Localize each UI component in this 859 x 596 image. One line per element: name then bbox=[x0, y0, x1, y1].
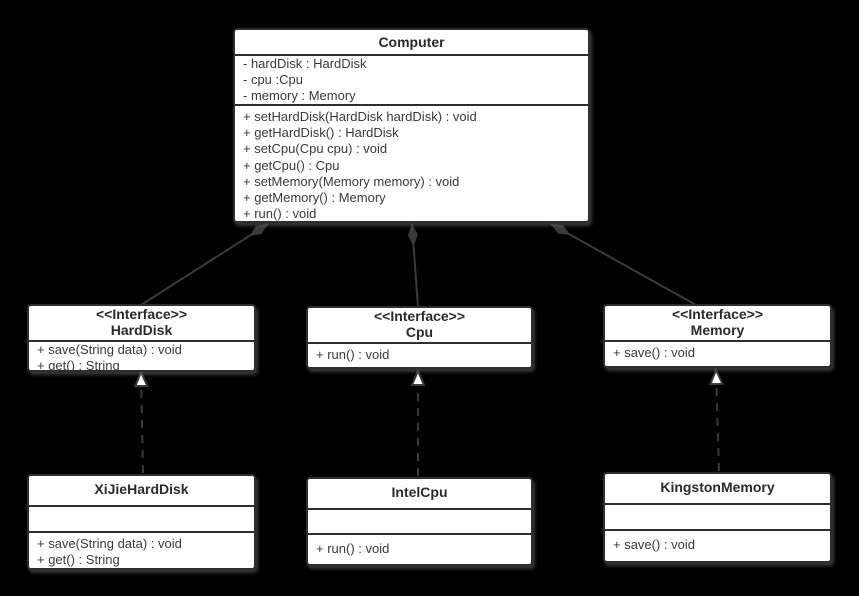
composition-link-computer-memory bbox=[550, 223, 697, 306]
uml-interface-cpu: <<Interface>> Cpu + run() : void bbox=[306, 306, 533, 369]
method-line: + save() : void bbox=[613, 345, 696, 360]
method-line: + get() : String bbox=[37, 358, 120, 370]
class-title: XiJieHardDisk bbox=[94, 481, 189, 497]
realization-link-kingston-memory bbox=[708, 367, 724, 472]
method-line: + run() : void bbox=[243, 206, 317, 221]
uml-class-kingstonmemory: KingstonMemory + save() : void bbox=[603, 472, 832, 563]
field-line: - hardDisk : HardDisk bbox=[243, 56, 367, 71]
class-title: HardDisk bbox=[110, 322, 173, 338]
interface-stereotype: <<Interface>> bbox=[671, 306, 764, 322]
method-line: + get() : String bbox=[37, 552, 120, 568]
method-line: + setMemory(Memory memory) : void bbox=[243, 173, 460, 189]
interface-title-block: <<Interface>> Memory bbox=[605, 306, 830, 340]
uml-class-computer: Computer - hardDisk : HardDisk - cpu :Cp… bbox=[233, 28, 590, 223]
method-line: + getMemory() : Memory bbox=[243, 190, 386, 206]
class-title: Cpu bbox=[405, 324, 434, 340]
fields-compartment-empty bbox=[308, 508, 531, 533]
methods-compartment: + run() : void bbox=[308, 342, 531, 367]
interface-title-block: <<Interface>> Cpu bbox=[308, 308, 531, 342]
methods-compartment: + run() : void bbox=[308, 533, 531, 564]
composition-link-computer-cpu bbox=[407, 223, 419, 308]
interface-stereotype: <<Interface>> bbox=[95, 306, 188, 322]
methods-compartment: + save() : void bbox=[605, 340, 830, 366]
method-line: + save() : void bbox=[613, 537, 696, 552]
class-title: KingstonMemory bbox=[660, 479, 775, 495]
class-title: Memory bbox=[690, 322, 745, 338]
class-title: IntelCpu bbox=[391, 484, 448, 500]
method-line: + getCpu() : Cpu bbox=[243, 157, 340, 173]
realization-link-xijie-harddisk bbox=[133, 369, 149, 474]
uml-class-xijieharddisk: XiJieHardDisk + save(String data) : void… bbox=[27, 474, 256, 570]
fields-compartment: - hardDisk : HardDisk - cpu :Cpu - memor… bbox=[235, 54, 588, 104]
methods-compartment: + save(String data) : void + get() : Str… bbox=[29, 531, 254, 568]
field-line: - cpu :Cpu bbox=[243, 72, 303, 88]
interface-title-block: <<Interface>> HardDisk bbox=[29, 306, 254, 340]
method-line: + setCpu(Cpu cpu) : void bbox=[243, 141, 388, 157]
methods-compartment: + save() : void bbox=[605, 529, 830, 561]
class-title: Computer bbox=[378, 34, 445, 50]
methods-compartment: + setHardDisk(HardDisk hardDisk) : void … bbox=[235, 104, 588, 221]
method-line: + run() : void bbox=[316, 541, 390, 556]
methods-compartment: + save(String data) : void + get() : Str… bbox=[29, 340, 254, 370]
field-line: - memory : Memory bbox=[243, 88, 356, 104]
method-line: + getHardDisk() : HardDisk bbox=[243, 125, 399, 141]
method-line: + save(String data) : void bbox=[37, 536, 182, 551]
method-line: + save(String data) : void bbox=[37, 342, 182, 357]
interface-stereotype: <<Interface>> bbox=[373, 308, 466, 324]
fields-compartment-empty bbox=[29, 505, 254, 531]
uml-class-intelcpu: IntelCpu + run() : void bbox=[306, 477, 533, 566]
fields-compartment-empty bbox=[605, 503, 830, 529]
composition-link-computer-harddisk bbox=[140, 223, 269, 306]
method-line: + setHardDisk(HardDisk hardDisk) : void bbox=[243, 109, 477, 124]
uml-interface-memory: <<Interface>> Memory + save() : void bbox=[603, 304, 832, 368]
uml-interface-harddisk: <<Interface>> HardDisk + save(String dat… bbox=[27, 304, 256, 372]
method-line: + run() : void bbox=[316, 347, 390, 362]
